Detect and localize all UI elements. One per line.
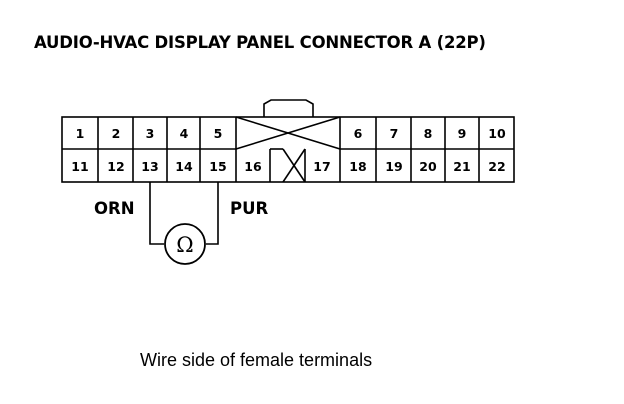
bottom-row-pins: 11 12 13 14 15 16 17 18 19 20 21 22	[71, 159, 505, 174]
pin-12: 12	[107, 159, 124, 174]
pin-9: 9	[458, 126, 467, 141]
pin-3: 3	[146, 126, 155, 141]
pin-8: 8	[424, 126, 433, 141]
pin-20: 20	[419, 159, 437, 174]
pin-22: 22	[488, 159, 505, 174]
pin-16: 16	[244, 159, 262, 174]
top-row-pins: 1 2 3 4 5 6 7 8 9 10	[76, 126, 506, 141]
pin-2: 2	[112, 126, 121, 141]
pin-15: 15	[209, 159, 226, 174]
pin-19: 19	[385, 159, 402, 174]
pin-13: 13	[141, 159, 158, 174]
pin-1: 1	[76, 126, 85, 141]
connector-lock-tab	[263, 99, 314, 117]
pin-14: 14	[175, 159, 193, 174]
pin-4: 4	[180, 126, 189, 141]
pin-7: 7	[390, 126, 399, 141]
pin-18: 18	[349, 159, 366, 174]
ohmmeter-icon: Ω	[164, 223, 206, 265]
pin-6: 6	[354, 126, 363, 141]
probe-wire-right	[206, 182, 219, 245]
diagram-title: AUDIO-HVAC DISPLAY PANEL CONNECTOR A (22…	[34, 33, 486, 52]
ohm-symbol: Ω	[176, 233, 193, 257]
pin-10: 10	[488, 126, 506, 141]
pin-21: 21	[453, 159, 470, 174]
probe-wires	[149, 182, 219, 245]
pin-17: 17	[313, 159, 330, 174]
diagram-caption: Wire side of female terminals	[140, 350, 373, 370]
pin-11: 11	[71, 159, 88, 174]
probe-wire-left	[149, 182, 164, 245]
pin-5: 5	[214, 126, 223, 141]
wire-label-orn: ORN	[94, 199, 135, 218]
wire-label-pur: PUR	[230, 199, 268, 218]
